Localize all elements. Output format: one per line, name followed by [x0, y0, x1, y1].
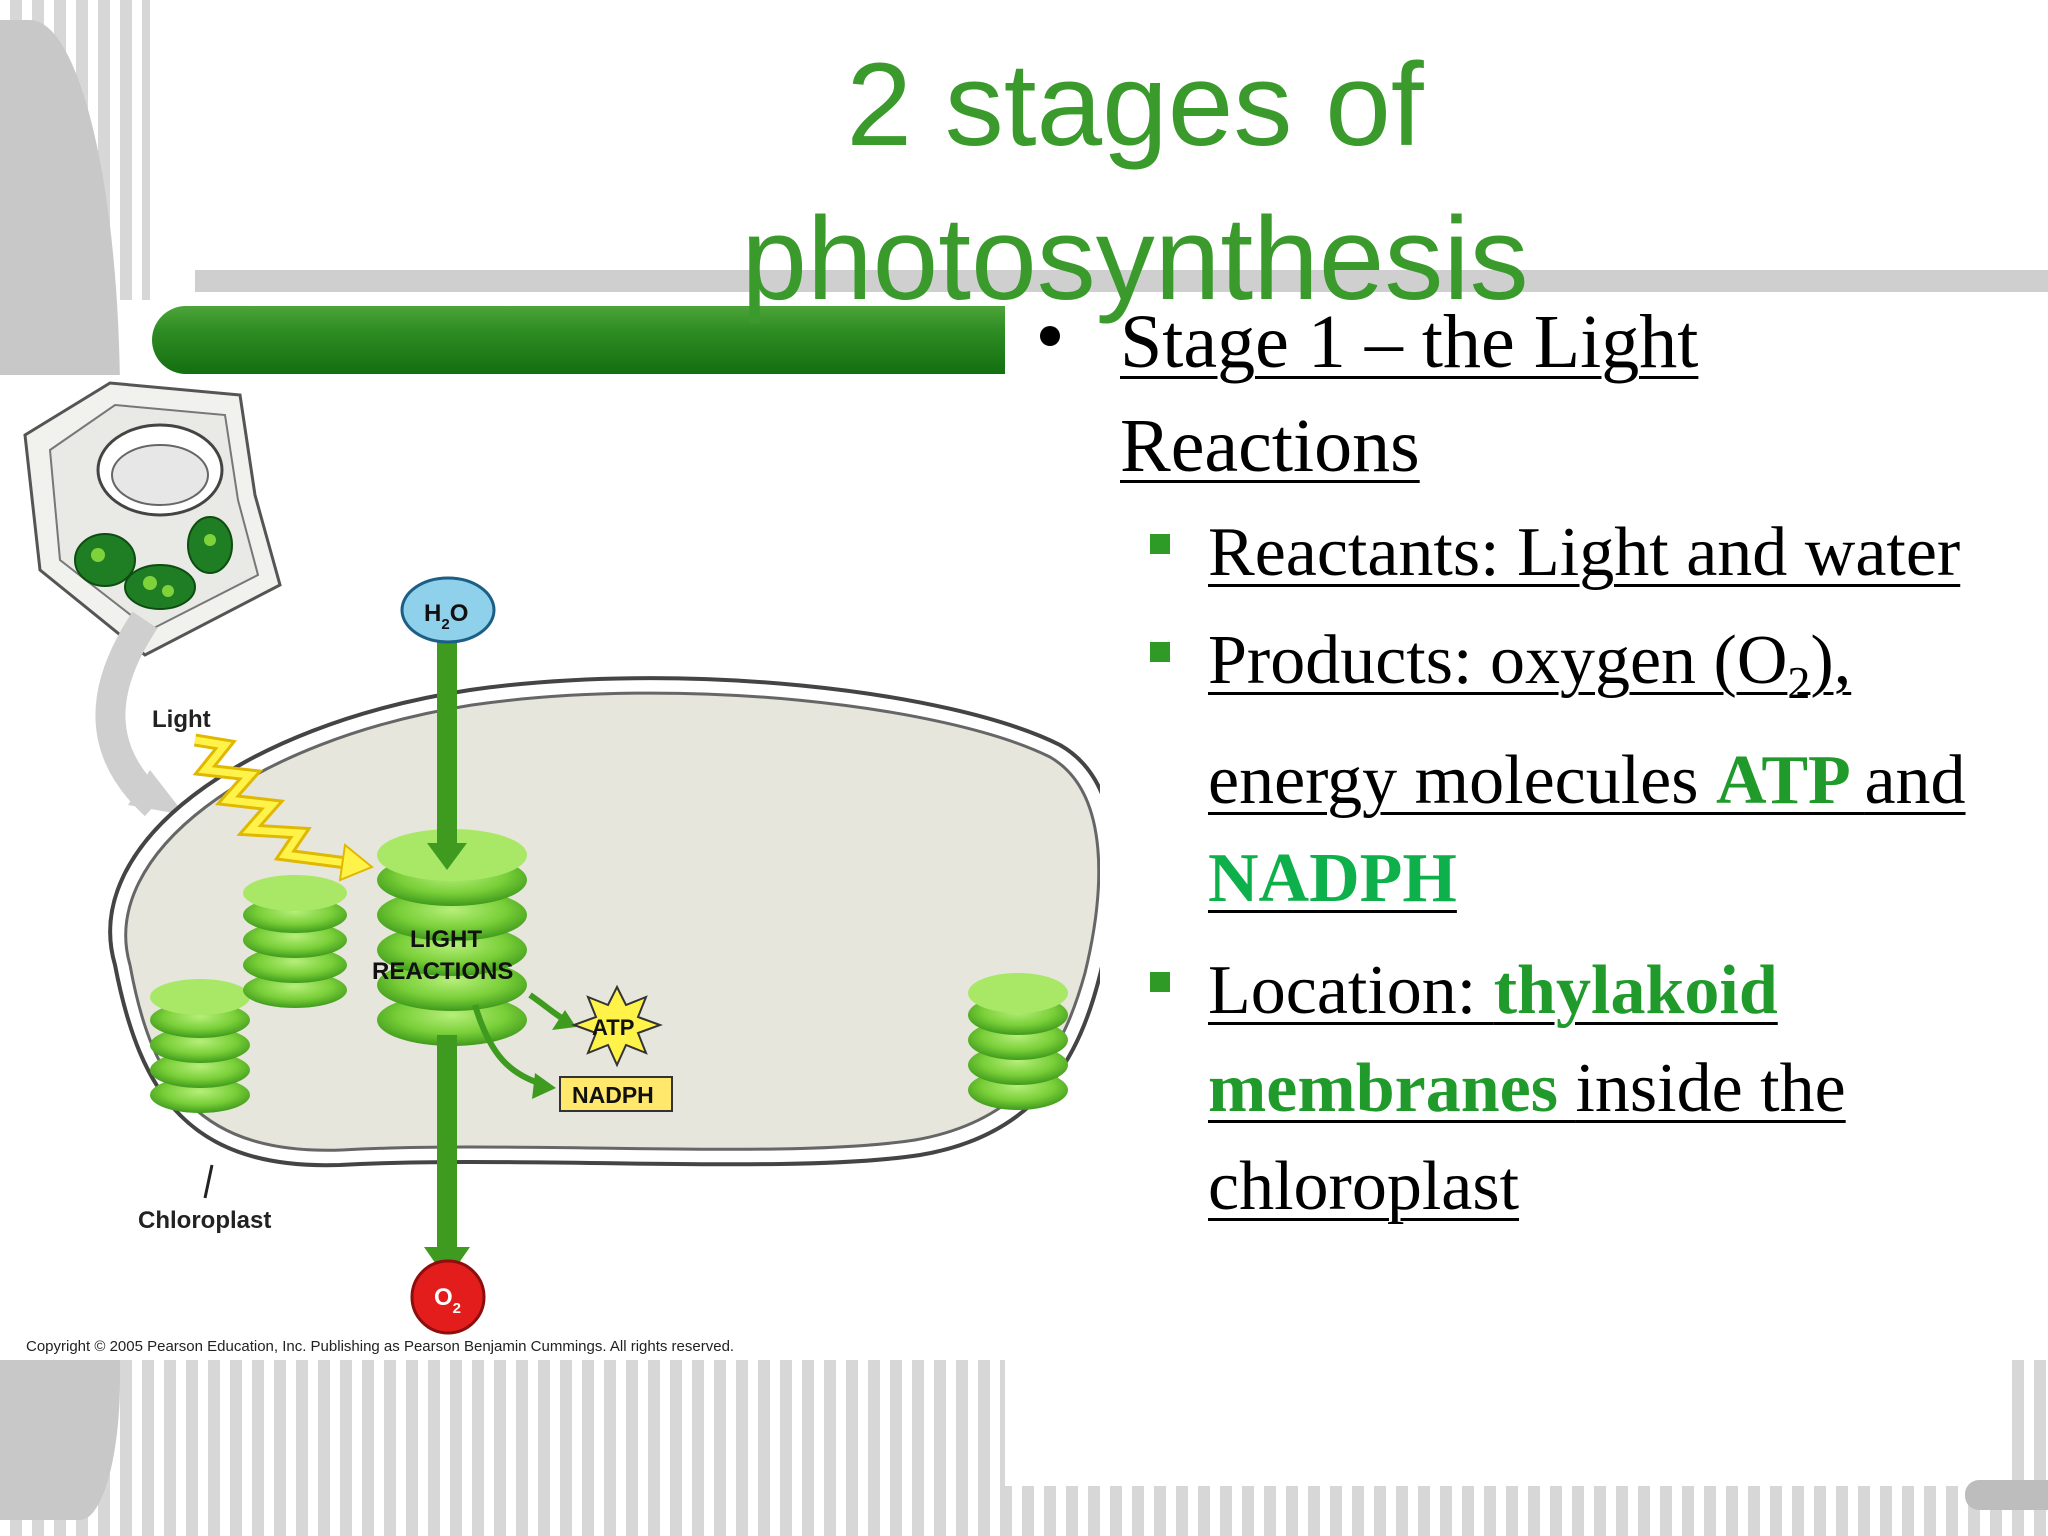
text-panel [1005, 300, 2005, 1486]
zoom-arrow [95, 611, 166, 817]
light-ray-inner [194, 736, 363, 869]
oxygen-arrow [437, 1035, 457, 1250]
bullet-stage-1: Stage 1 – the Light Reactions [1040, 290, 2000, 498]
products-text-part: Products: oxygen (O [1208, 622, 1788, 699]
chloroplast-stroma [124, 691, 1100, 1152]
atp-starburst-icon [571, 984, 663, 1068]
light-ray-head [338, 843, 374, 882]
title-box [150, 0, 2048, 300]
bullet-text: Stage 1 – the Light Reactions [1120, 300, 1699, 488]
thylakoid-stack-left [150, 979, 250, 1113]
nadph-label: NADPH [572, 1082, 654, 1108]
thylakoid-stack-right [968, 973, 1068, 1110]
oxygen-molecule-icon [410, 1259, 486, 1335]
water-label-h: H [424, 600, 441, 627]
oxygen-label-o: O [434, 1284, 453, 1311]
nadph-box [559, 1076, 673, 1112]
water-arrow [437, 630, 457, 845]
products-text-part: and [1864, 742, 1966, 819]
slide-title: 2 stages of photosynthesis [741, 39, 1529, 325]
light-reactions-label: LIGHT [410, 926, 482, 953]
zoom-arrow-head [128, 770, 185, 815]
oxygen-label: O2 [434, 1284, 461, 1317]
square-bullet-icon [1150, 972, 1170, 992]
oxygen-label-sub: 2 [453, 1300, 461, 1317]
atp-arrow-head [552, 1010, 576, 1030]
plant-cell-icon [23, 381, 282, 657]
sub-bullet-products: Products: oxygen (O2), energy molecules … [1040, 612, 2000, 928]
light-label: Light [152, 706, 211, 733]
subscript-2: 2 [1787, 657, 1811, 708]
light-reactions-diagram: H2O O2 Light LIGHT REACTIONS ATP NADPH C… [23, 381, 1100, 1335]
thylakoid-highlight: thylakoid membranes [1208, 952, 1778, 1127]
chloroplast-label: Chloroplast [138, 1207, 271, 1234]
thylakoid-stack-mid [243, 875, 347, 1008]
sub-bullet-reactants: Reactants: Light and water [1040, 504, 2000, 602]
water-arrow-head [427, 843, 467, 870]
copyright-notice: Copyright © 2005 Pearson Education, Inc.… [26, 1338, 735, 1355]
bullet-dot-icon [1040, 326, 1060, 346]
water-molecule-icon [400, 576, 496, 644]
atp-label: ATP [592, 1015, 634, 1040]
location-text-part: inside the chloroplast [1208, 1050, 1846, 1225]
water-label: H2O [424, 600, 468, 633]
sub-bullet-text: Reactants: Light and water [1208, 514, 1961, 591]
sub-bullet-text: Products: oxygen (O2), energy molecules … [1208, 622, 1966, 917]
title-box-shadow [195, 270, 2048, 292]
green-title-bar [152, 306, 1172, 374]
square-bullet-icon [1150, 642, 1170, 662]
nadph-highlight: NADPH [1208, 840, 1457, 917]
chloroplast-pointer [203, 1164, 214, 1199]
water-label-sub: 2 [441, 616, 449, 633]
nadph-arrow-head [532, 1073, 556, 1099]
water-label-o: O [450, 600, 469, 627]
sub-bullet-text: Location: thylakoid membranes inside the… [1208, 952, 1846, 1225]
products-text-part: ), energy molecules [1208, 622, 1852, 819]
location-text-part: Location: [1208, 952, 1494, 1029]
atp-highlight: ATP [1715, 742, 1865, 819]
thylakoid-stack-main [377, 829, 527, 1046]
slide-content: Stage 1 – the Light Reactions Reactants:… [1040, 290, 2000, 1236]
light-reactions-label: REACTIONS [372, 958, 513, 985]
decorative-corner [1965, 1480, 2048, 1510]
square-bullet-icon [1150, 534, 1170, 554]
sub-bullet-location: Location: thylakoid membranes inside the… [1040, 942, 2000, 1236]
